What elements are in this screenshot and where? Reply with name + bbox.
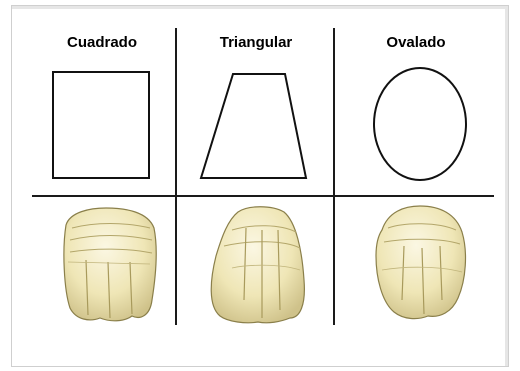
- square-incisor-drawing: [64, 208, 156, 321]
- square-outline: [53, 72, 149, 178]
- oval-outline: [374, 68, 466, 180]
- trapezoid-outline: [201, 74, 306, 178]
- triangular-incisor-drawing: [211, 207, 304, 323]
- oval-incisor-drawing: [376, 206, 465, 319]
